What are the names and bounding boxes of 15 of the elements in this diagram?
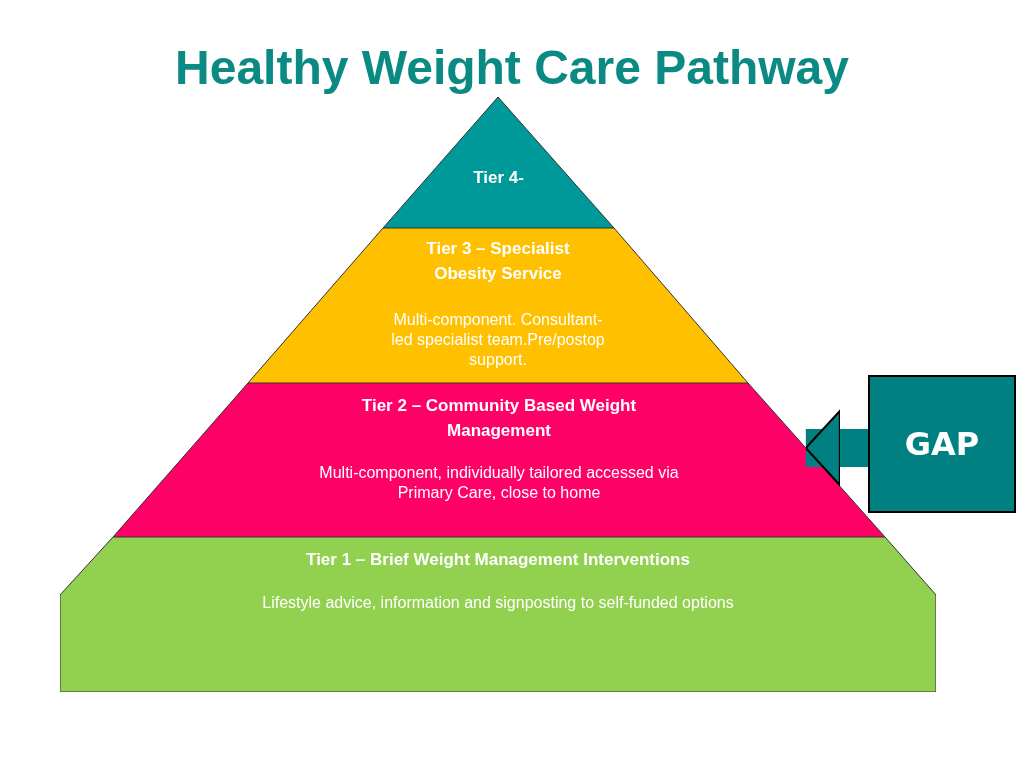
tier-band (113, 383, 885, 537)
callout-box (868, 375, 1016, 513)
callout-text: GAP (903, 425, 981, 463)
diagram-title: Healthy Weight Care Pathway (174, 40, 850, 95)
tier-heading: Tier 1 – Brief Weight Management Interventions (305, 549, 691, 571)
arrow (804, 410, 868, 486)
tier-description: Multi-component, individually tailored accessed via Primary Care, close to home (318, 463, 680, 503)
tier-heading: Tier 2 – Community Based Weight Management (360, 395, 638, 442)
tier-description: Multi-component. Consultant-led specialist team.Pre/postop support. (390, 310, 606, 370)
tier-band (248, 228, 748, 383)
tier-triangle (383, 97, 614, 228)
tier-heading: Tier 3 – Specialist Obesity Service (425, 238, 571, 285)
tier-description: Lifestyle advice, information and signposting to self-funded options (261, 593, 735, 613)
tier-heading: Tier 4- (472, 167, 525, 189)
tier-band (60, 537, 936, 692)
